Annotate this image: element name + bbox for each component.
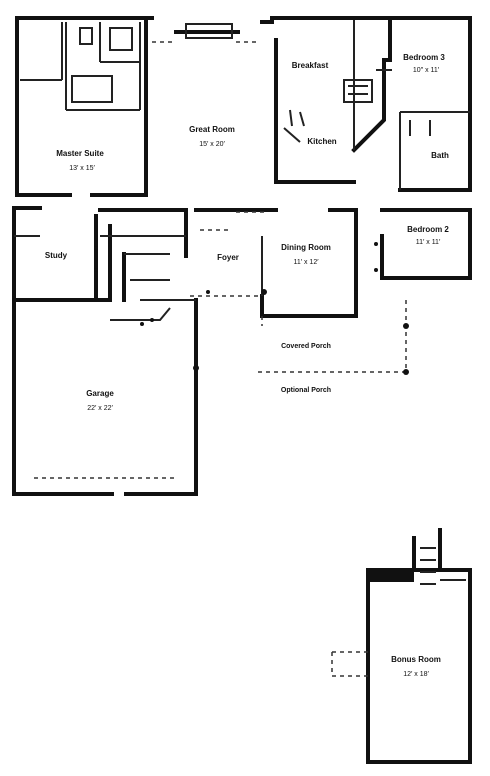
column-markers <box>94 242 409 375</box>
bonus-room-walls <box>331 528 472 764</box>
foyer-label: Foyer <box>217 253 239 262</box>
covered-porch-label: Covered Porch <box>281 343 331 350</box>
bath-label: Bath <box>431 151 449 160</box>
bedroom-2-label: Bedroom 2 <box>407 225 449 234</box>
bedroom-2-dims: 11′ x 11′ <box>416 239 441 246</box>
dining-room-dims: 11′ x 12′ <box>293 259 319 266</box>
optional-porch-label: Optional Porch <box>281 387 331 394</box>
great-room-dims: 15′ x 20′ <box>199 141 225 148</box>
breakfast-label: Breakfast <box>292 61 329 70</box>
bonus-room-label: Bonus Room <box>391 655 441 664</box>
study-label: Study <box>45 251 68 260</box>
bonus-room-dims: 12′ x 18′ <box>403 671 429 678</box>
great-room-label: Great Room <box>189 125 235 134</box>
garage-label: Garage <box>86 389 114 398</box>
bedroom-3-dims: 10″ x 11′ <box>413 67 440 74</box>
kitchen-label: Kitchen <box>307 137 336 146</box>
master-suite-label: Master Suite <box>56 149 104 158</box>
dining-room-label: Dining Room <box>281 243 331 252</box>
master-suite-dims: 13′ x 15′ <box>69 165 95 172</box>
main-floor-walls <box>12 16 472 496</box>
garage-dims: 22′ x 22′ <box>87 405 113 412</box>
bedroom-3-label: Bedroom 3 <box>403 53 445 62</box>
